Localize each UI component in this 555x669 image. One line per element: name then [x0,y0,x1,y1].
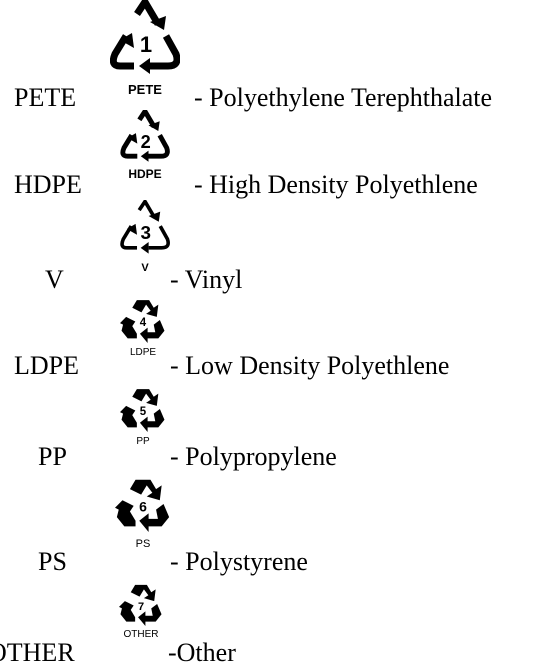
resin-description: - Vinyl [170,265,243,294]
resin-symbol-4: 4 LDPE [108,297,178,359]
resin-code-row-4: 4 LDPE LDPE - Low Density Polyethlene [0,297,555,387]
resin-code-row-7: 7 OTHER OTHER -Other [0,582,555,669]
resin-number: 3 [140,222,150,243]
resin-code-row-1: 1 PETE PETE - Polyethylene Terephthalate [0,0,555,113]
resin-code-label: PETE [128,82,162,97]
resin-abbreviation: HDPE [14,170,82,199]
resin-abbreviation: PS [38,547,67,576]
resin-number: 1 [140,32,152,57]
resin-symbol-2: 2 HDPE [110,110,180,180]
resin-symbol-7: 7 OTHER [106,582,176,641]
resin-symbol-5: 5 PP [108,386,178,448]
resin-abbreviation: V [45,265,64,294]
recycle-triangle-solid-icon: 7 [119,584,162,626]
resin-code-label: V [141,262,149,274]
resin-code-row-2: 2 HDPE HDPE - High Density Polyethlene [0,110,555,200]
resin-number: 6 [139,498,147,514]
resin-description: - Polyethylene Terephthalate [194,83,493,112]
resin-abbreviation: PP [38,442,67,471]
resin-abbreviation: OTHER [0,638,75,667]
resin-description: - Polystyrene [170,547,308,576]
resin-code-label: PP [136,436,150,447]
resin-description: - Polypropylene [170,442,337,471]
resin-abbreviation: PETE [14,83,77,112]
resin-code-label: LDPE [129,347,157,358]
resin-description: - High Density Polyethlene [194,170,478,199]
resin-description: - Low Density Polyethlene [170,351,450,380]
resin-abbreviation: LDPE [14,351,79,380]
resin-number: 4 [140,317,147,329]
recycle-triangle-outline-icon: 3 [120,200,171,254]
resin-number: 7 [138,601,144,613]
recycle-triangle-solid-icon: 4 [120,300,165,343]
resin-number: 2 [141,132,151,152]
resin-symbol-6: 6 PS [108,476,178,550]
resin-symbol-3: 3 V [110,200,180,274]
resin-code-label: PS [135,538,151,550]
recycle-triangle-outline-icon: 1 [110,0,180,74]
resin-code-label: HDPE [128,167,162,181]
resin-code-row-3: 3 V V - Vinyl [0,200,555,296]
resin-symbol-1: 1 PETE [110,0,180,96]
resin-number: 5 [140,406,147,418]
resin-description: -Other [168,638,236,667]
recycle-triangle-solid-icon: 5 [120,389,165,432]
recycle-triangle-outline-icon: 2 [120,110,170,162]
recycle-triangle-solid-icon: 6 [115,479,170,532]
resin-code-row-5: 5 PP PP - Polypropylene [0,386,555,476]
resin-code-row-6: 6 PS PS - Polystyrene [0,476,555,580]
resin-code-label: OTHER [123,629,159,640]
